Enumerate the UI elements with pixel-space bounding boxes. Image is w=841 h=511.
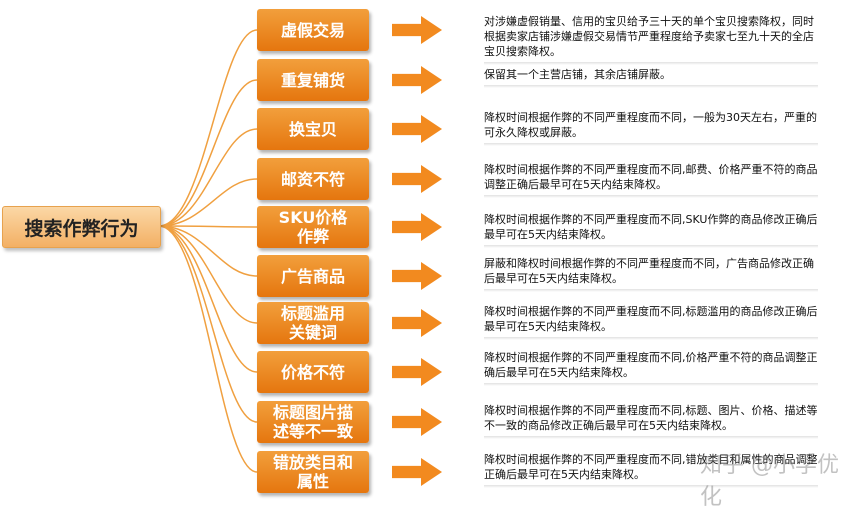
- penalty-description: 降权时间根据作弊的不同严重程度而不同,错放类目和属性的商品调整正确后最早可在5天…: [478, 450, 818, 488]
- penalty-description: 降权时间根据作弊的不同严重程度而不同,价格严重不符的商品调整正确后最早可在5天内…: [478, 348, 818, 386]
- connector-lines: [158, 29, 258, 473]
- category-box: 邮资不符: [257, 158, 369, 200]
- connector-line: [158, 225, 258, 228]
- connector-line: [158, 225, 258, 423]
- connector-line: [158, 79, 258, 227]
- penalty-description: 降权时间根据作弊的不同严重程度而不同,SKU作弊的商品修改正确后最早可在5天内结…: [478, 210, 818, 248]
- penalty-description: 降权时间根据作弊的不同严重程度而不同,标题、图片、价格、描述等不一致的商品修改正…: [478, 401, 818, 439]
- penalty-description: 降权时间根据作弊的不同严重程度而不同，一般为30天左右，严重的可永久降权或屏蔽。: [478, 108, 818, 146]
- penalty-description: 降权时间根据作弊的不同严重程度而不同,邮费、价格严重不符的商品调整正确后最早可在…: [478, 160, 818, 198]
- category-box: 标题滥用 关键词: [257, 302, 369, 344]
- category-box: 虚假交易: [257, 9, 369, 51]
- category-box: SKU价格 作弊: [257, 206, 369, 248]
- category-box: 价格不符: [257, 351, 369, 393]
- penalty-description: 屏蔽和降权时间根据作弊的不同严重程度而不同，广告商品修改正确后最早可在5天内结束…: [478, 254, 818, 292]
- connector-line: [158, 29, 258, 227]
- category-box: 换宝贝: [257, 108, 369, 150]
- connector-line: [158, 178, 258, 227]
- connector-line: [158, 225, 258, 473]
- connector-line: [158, 128, 258, 227]
- category-box: 错放类目和 属性: [257, 451, 369, 493]
- connector-line: [158, 225, 258, 324]
- connector-line: [158, 225, 258, 277]
- root-node: 搜索作弊行为: [2, 206, 161, 248]
- connector-line: [158, 225, 258, 373]
- penalty-description: 保留其一个主营店铺，其余店铺屏蔽。: [478, 65, 818, 88]
- watermark: 知乎 @小孚优化: [700, 453, 839, 510]
- penalty-description: 对涉嫌虚假销量、信用的宝贝给予三十天的单个宝贝搜索降权，同时根据卖家店铺涉嫌虚假…: [478, 12, 818, 65]
- penalty-description: 降权时间根据作弊的不同严重程度而不同,标题滥用的商品修改正确后最早可在5天内结束…: [478, 302, 818, 340]
- category-box: 广告商品: [257, 255, 369, 297]
- category-box: 重复铺货: [257, 59, 369, 101]
- category-box: 标题图片描 述等不一致: [257, 401, 369, 443]
